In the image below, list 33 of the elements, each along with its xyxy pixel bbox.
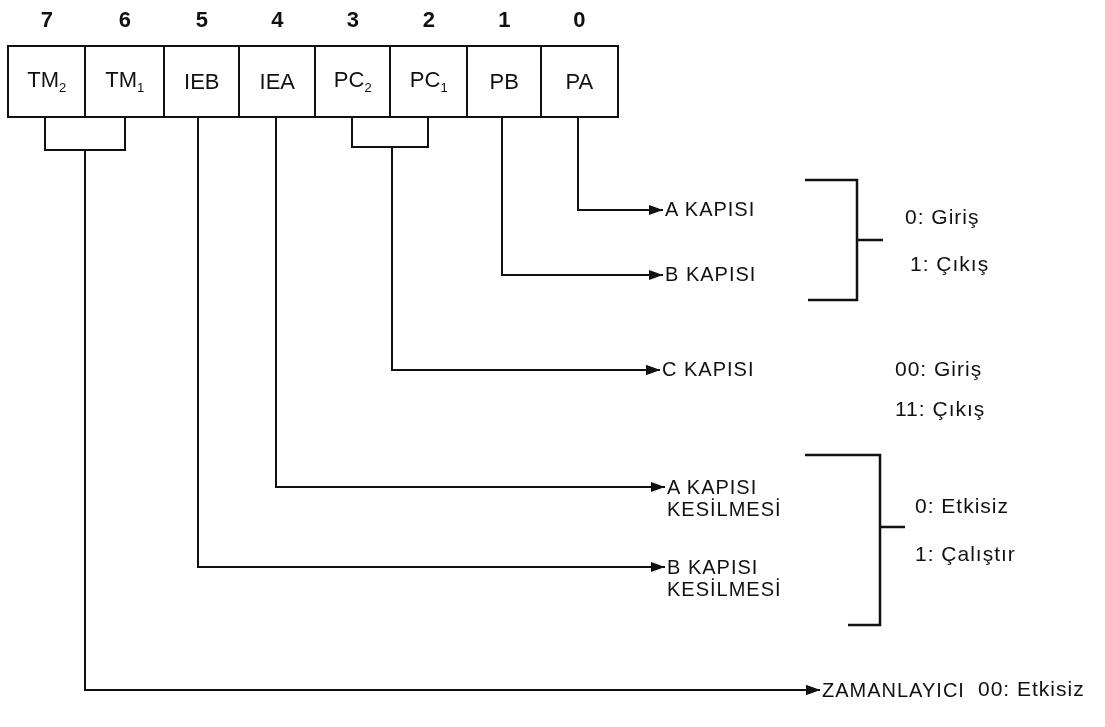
bit-number: 4 [270,7,285,33]
bit-name: IEA [259,68,295,95]
mode-label: 0: Etkisiz [915,494,1010,518]
bit-name: PC$_{2}$ [333,67,372,96]
mode-label: 11: Çıkış [895,397,986,421]
arrow [501,117,664,280]
bit-number: 7 [39,7,54,33]
field-label: B KAPISI KESİLMESİ [667,556,797,600]
mode-label: 0: Giriş [905,205,980,229]
bit-number: 5 [194,7,209,33]
field-label: B KAPISI [665,263,815,285]
bit-number: 0 [572,7,587,33]
arrow [577,117,664,215]
bit-number: 6 [117,7,132,33]
arrow [197,117,666,572]
mode-label: 1: Çalıştır [915,542,1016,566]
bit-number: 2 [421,7,436,33]
bit-name: PA [565,68,594,95]
mode-label: 1: Çıkış [910,252,990,276]
arrow [275,117,666,492]
bit-number: 3 [345,7,360,33]
field-label: C KAPISI [662,358,812,380]
mode-label: 00: Giriş [895,357,983,381]
field-label: ZAMANLAYICI [822,679,962,701]
field-label: A KAPISI KESİLMESİ [667,476,797,520]
bit-name: TM$_{1}$ [105,67,145,96]
bit-number: 1 [497,7,512,33]
field-label: A KAPISI [665,198,815,220]
bit-name: PC$_{1}$ [409,67,448,96]
bit-name: PB [489,68,519,95]
bit-name: TM$_{2}$ [27,67,67,96]
bit-name: IEB [184,68,220,95]
mode-label: 00: Etkisiz [978,677,1085,701]
